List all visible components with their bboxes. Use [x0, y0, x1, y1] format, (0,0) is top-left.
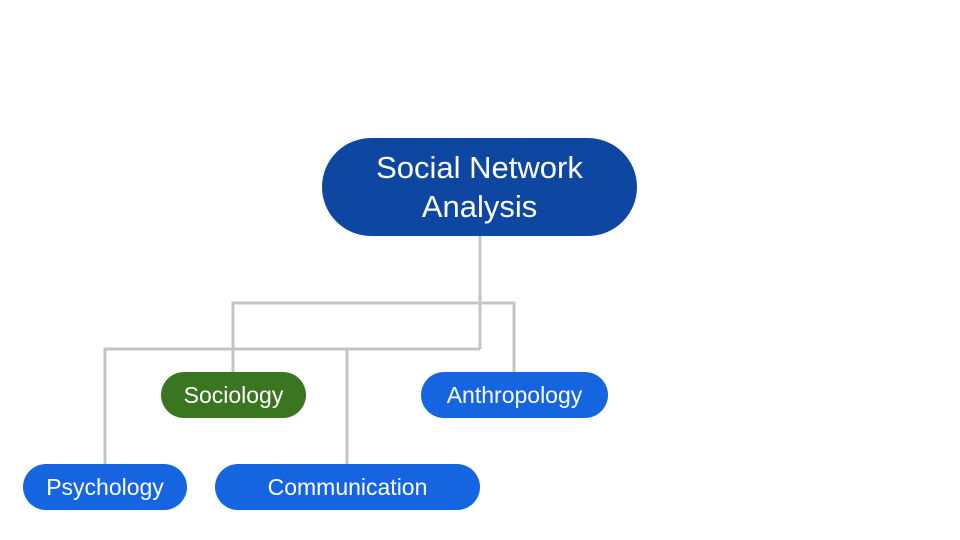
child-node-label: Sociology — [183, 381, 284, 408]
connector-sociology-anthropology — [231, 301, 516, 372]
child-node-sociology[interactable]: Sociology — [161, 372, 306, 418]
child-node-label: Anthropology — [446, 381, 583, 408]
child-node-psychology[interactable]: Psychology — [23, 464, 187, 510]
root-node-social-network-analysis[interactable]: Social Network Analysis — [322, 138, 637, 236]
connector-psychology-communication — [103, 347, 480, 464]
child-node-label: Psychology — [46, 473, 164, 500]
child-node-communication[interactable]: Communication — [215, 464, 480, 510]
root-node-label: Social Network Analysis — [376, 150, 583, 224]
child-node-anthropology[interactable]: Anthropology — [421, 372, 608, 418]
child-node-label: Communication — [267, 473, 428, 500]
